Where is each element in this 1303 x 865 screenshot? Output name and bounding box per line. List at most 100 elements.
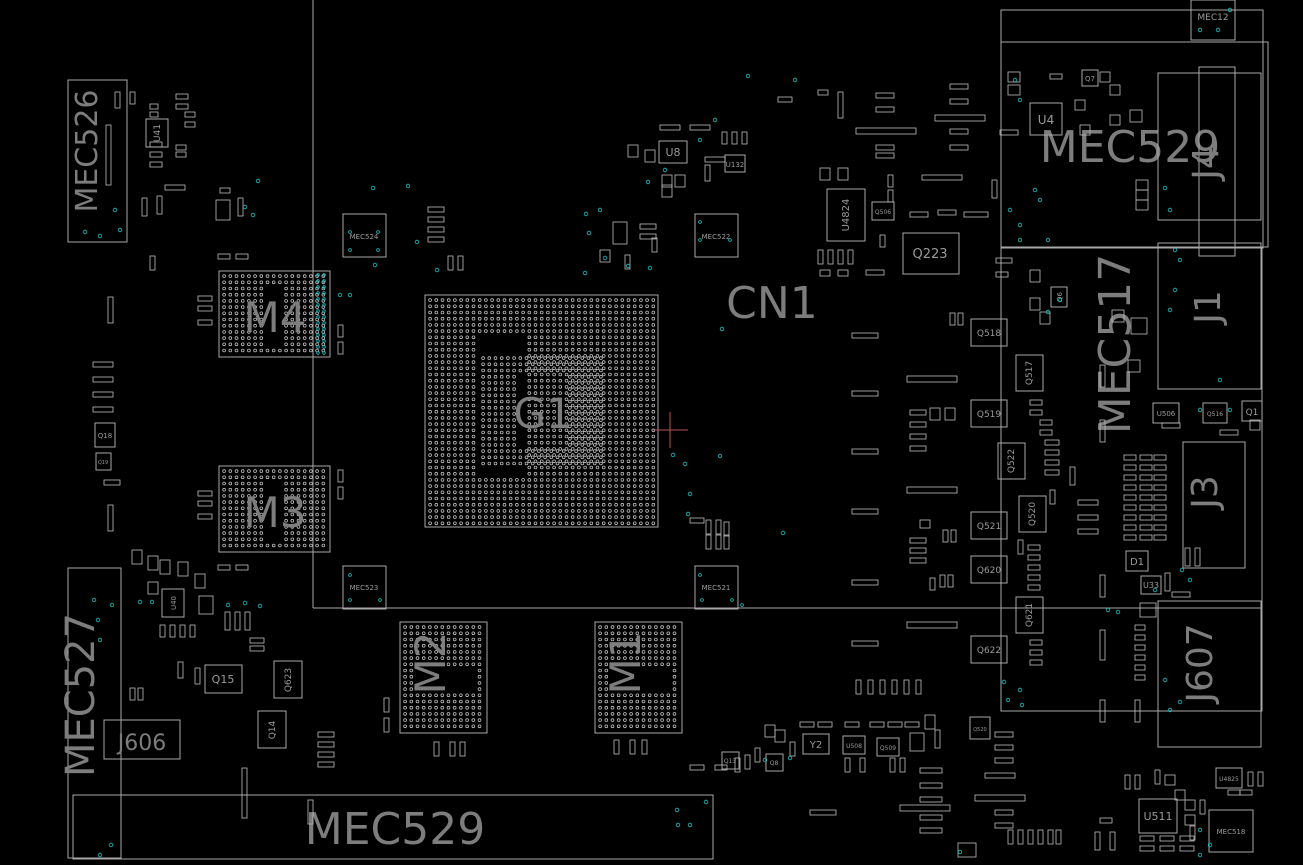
label-q623: Q623 <box>284 668 294 692</box>
component-q522[interactable]: Q522 <box>997 442 1026 480</box>
label-y2: Y2 <box>809 740 822 751</box>
component-q521[interactable]: Q521 <box>970 511 1008 540</box>
bga-m4[interactable]: M4 <box>218 270 331 358</box>
component-mec521[interactable]: MEC521 <box>694 565 739 610</box>
component-u132[interactable]: U132 <box>724 154 746 173</box>
component-u33[interactable]: U33 <box>1140 575 1162 595</box>
label-u511: U511 <box>1143 810 1172 823</box>
label-mec518: MEC518 <box>1217 828 1246 836</box>
component-u8[interactable]: U8 <box>658 140 688 164</box>
component-q519[interactable]: Q519 <box>970 399 1008 428</box>
label-j1: J1 <box>1188 290 1229 326</box>
component-q14[interactable]: Q14 <box>257 710 287 749</box>
label-q8: Q8 <box>770 760 779 767</box>
component-u511[interactable]: U511 <box>1138 798 1178 834</box>
connector-mec526[interactable]: MEC526 <box>67 79 128 243</box>
label-u508: U508 <box>846 743 862 750</box>
label-j606: J606 <box>116 731 166 756</box>
label-u4824: U4824 <box>841 199 852 232</box>
component-q223[interactable]: Q223 <box>902 232 960 275</box>
component-u4[interactable]: U4 <box>1029 102 1063 136</box>
label-q519: Q519 <box>977 410 1002 420</box>
label-u4825: U4825 <box>1219 776 1239 783</box>
bga-m3[interactable]: M3 <box>218 465 331 553</box>
connector-mec529-top[interactable]: MEC529 <box>1000 9 1269 249</box>
component-y2[interactable]: Y2 <box>802 733 830 755</box>
label-m4: M4 <box>244 293 307 342</box>
label-m2: M2 <box>406 632 455 695</box>
label-q509: Q509 <box>880 745 896 752</box>
component-q620[interactable]: Q620 <box>970 555 1008 584</box>
bga-g1[interactable]: G1 <box>424 294 659 528</box>
component-q520b[interactable]: Q520 <box>969 716 991 740</box>
component-q621[interactable]: Q621 <box>1015 596 1044 634</box>
label-q18: Q18 <box>98 432 112 440</box>
component-q15[interactable]: Q15 <box>204 664 243 694</box>
label-j4: J4 <box>1186 146 1227 182</box>
component-q18[interactable]: Q18 <box>94 422 116 448</box>
vias <box>82 7 1233 858</box>
component-q622[interactable]: Q622 <box>970 635 1008 664</box>
component-u4825[interactable]: U4825 <box>1215 767 1243 789</box>
component-u41[interactable]: U41 <box>145 118 169 148</box>
component-mec523[interactable]: MEC523 <box>342 565 387 610</box>
label-q520: Q520 <box>1028 502 1038 527</box>
component-q516[interactable]: Q516 <box>1202 402 1228 424</box>
connector-j1[interactable]: J1 <box>1157 242 1262 390</box>
bga-m2[interactable]: M2 <box>399 621 488 734</box>
label-m3: M3 <box>244 488 307 537</box>
component-mec524[interactable]: MEC524 <box>342 213 387 258</box>
label-u33: U33 <box>1143 581 1159 590</box>
component-q8[interactable]: Q8 <box>765 753 784 772</box>
component-q506[interactable]: Q506 <box>871 201 895 221</box>
board-outline <box>312 0 1262 609</box>
component-d1[interactable]: D1 <box>1125 550 1149 572</box>
component-q1[interactable]: Q1 <box>1241 400 1263 422</box>
label-m1: M1 <box>601 632 650 695</box>
component-q7[interactable]: Q7 <box>1081 69 1099 87</box>
label-q622: Q622 <box>977 646 1001 656</box>
label-q621: Q621 <box>1025 603 1035 627</box>
component-q19[interactable]: Q19 <box>95 452 112 471</box>
component-q509[interactable]: Q509 <box>876 737 900 757</box>
component-u40[interactable]: U40 <box>161 588 185 618</box>
connector-j606[interactable]: J606 <box>103 719 181 760</box>
component-q518[interactable]: Q518 <box>970 318 1008 347</box>
label-mec527: MEC527 <box>58 613 104 777</box>
label-q223: Q223 <box>912 247 947 262</box>
label-u41: U41 <box>153 124 163 142</box>
component-mec522[interactable]: MEC522 <box>694 213 739 258</box>
label-j607: J607 <box>1180 623 1221 704</box>
label-q13: Q13 <box>724 758 737 765</box>
label-u4: U4 <box>1038 113 1054 127</box>
component-q517[interactable]: Q517 <box>1015 354 1044 392</box>
label-q521: Q521 <box>977 522 1001 532</box>
label-g1: G1 <box>513 389 572 438</box>
connector-mec527[interactable]: MEC527 <box>58 567 122 859</box>
connector-j607[interactable]: J607 <box>1157 600 1262 748</box>
connector-mec529-bottom[interactable]: MEC529 <box>72 794 714 860</box>
connector-mec12[interactable]: MEC12 <box>1190 0 1236 41</box>
component-mec518[interactable]: MEC518 <box>1208 809 1254 853</box>
bga-m1[interactable]: M1 <box>594 621 683 734</box>
component-q520[interactable]: Q520 <box>1018 495 1047 533</box>
label-u132: U132 <box>726 161 744 169</box>
connector-j3[interactable]: J3 <box>1182 441 1246 569</box>
component-q6[interactable]: Q6 <box>1050 286 1068 308</box>
label-u8: U8 <box>665 146 680 159</box>
connector-mec517[interactable]: MEC517 <box>1000 247 1263 712</box>
label-mec517: MEC517 <box>1090 254 1141 434</box>
crosshair-cursor-icon <box>653 412 688 448</box>
component-q13[interactable]: Q13 <box>721 751 740 770</box>
component-u4824[interactable]: U4824 <box>826 188 866 242</box>
connector-j4[interactable]: J4 <box>1157 66 1262 257</box>
component-u506[interactable]: U506 <box>1152 402 1180 424</box>
label-mec529-bottom: MEC529 <box>305 804 485 855</box>
label-j3: J3 <box>1185 475 1226 511</box>
label-q6: Q6 <box>1056 291 1064 302</box>
label-q15: Q15 <box>212 673 235 686</box>
component-u508[interactable]: U508 <box>842 735 866 755</box>
component-q623[interactable]: Q623 <box>273 660 303 699</box>
label-mec524: MEC524 <box>350 233 379 241</box>
